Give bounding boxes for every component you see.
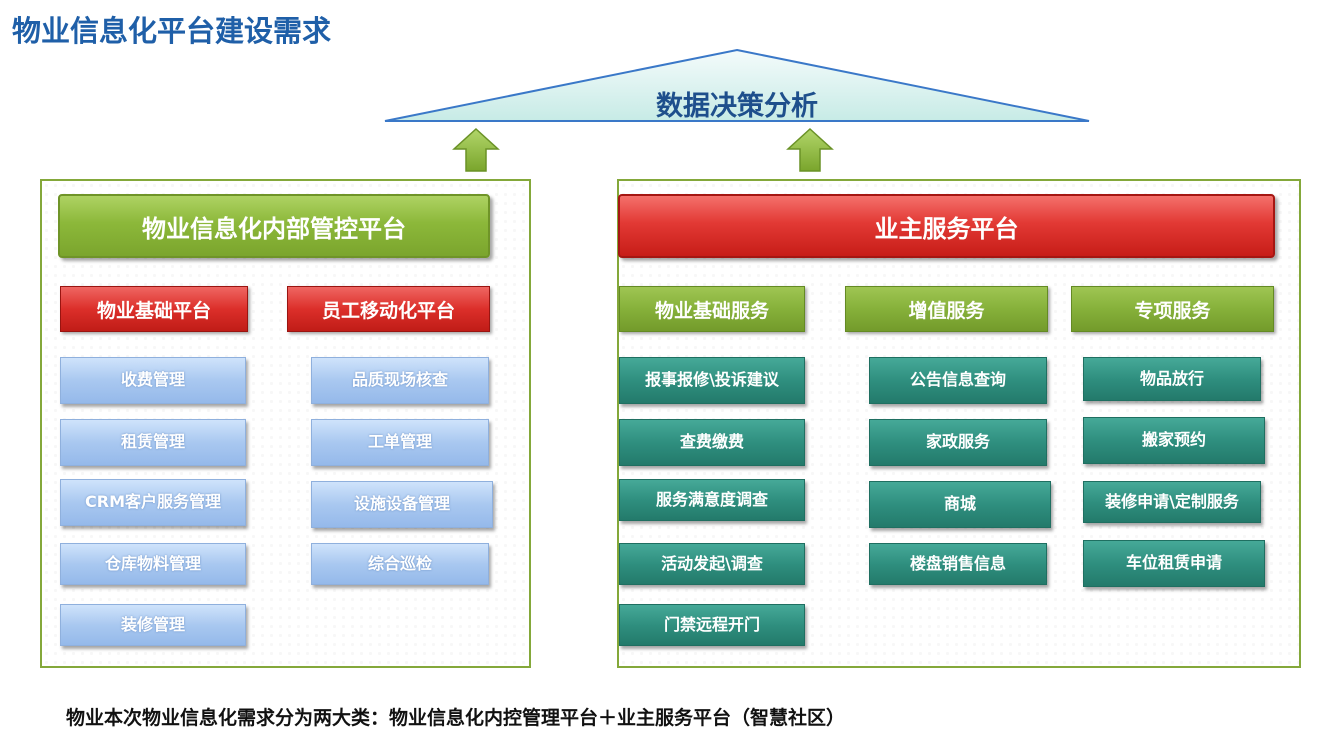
item-repair-report: 报事报修\投诉建议: [619, 357, 805, 404]
up-arrow-icon: [786, 127, 834, 172]
item-work-order-management: 工单管理: [311, 419, 489, 466]
item-fee-payment: 查费缴费: [619, 419, 805, 466]
internal-platform-header: 物业信息化内部管控平台: [58, 194, 490, 258]
item-moving-booking: 搬家预约: [1083, 417, 1265, 464]
up-arrow-icon: [452, 127, 500, 172]
item-satisfaction-survey: 服务满意度调查: [619, 479, 805, 521]
page-title: 物业信息化平台建设需求: [12, 14, 332, 48]
item-housekeeping: 家政服务: [869, 419, 1047, 466]
roof-triangle: [384, 48, 1090, 122]
item-notice-query: 公告信息查询: [869, 357, 1047, 404]
item-renovation-management: 装修管理: [60, 604, 246, 646]
item-crm-management: CRM客户服务管理: [60, 479, 246, 526]
item-goods-release: 物品放行: [1083, 357, 1261, 401]
category-staff-mobile-platform: 员工移动化平台: [287, 286, 490, 332]
category-value-added-service: 增值服务: [845, 286, 1048, 332]
item-patrol-inspection: 综合巡检: [311, 543, 489, 585]
item-warehouse-management: 仓库物料管理: [60, 543, 246, 585]
item-parking-lease: 车位租赁申请: [1083, 540, 1265, 587]
item-remote-door-open: 门禁远程开门: [619, 604, 805, 646]
footer-summary: 物业本次物业信息化需求分为两大类：物业信息化内控管理平台＋业主服务平台（智慧社区…: [66, 707, 846, 729]
item-facility-management: 设施设备管理: [311, 481, 493, 528]
item-mall: 商城: [869, 481, 1051, 528]
item-renovation-application: 装修申请\定制服务: [1083, 481, 1261, 523]
category-property-base-platform: 物业基础平台: [60, 286, 248, 332]
item-quality-inspection: 品质现场核查: [311, 357, 489, 404]
item-lease-management: 租赁管理: [60, 419, 246, 466]
category-basic-service: 物业基础服务: [619, 286, 805, 332]
owner-service-header: 业主服务平台: [618, 194, 1275, 258]
item-fee-management: 收费管理: [60, 357, 246, 404]
item-property-sales-info: 楼盘销售信息: [869, 543, 1047, 585]
category-special-service: 专项服务: [1071, 286, 1274, 332]
roof-label: 数据决策分析: [656, 91, 818, 122]
item-activity-survey: 活动发起\调查: [619, 543, 805, 585]
